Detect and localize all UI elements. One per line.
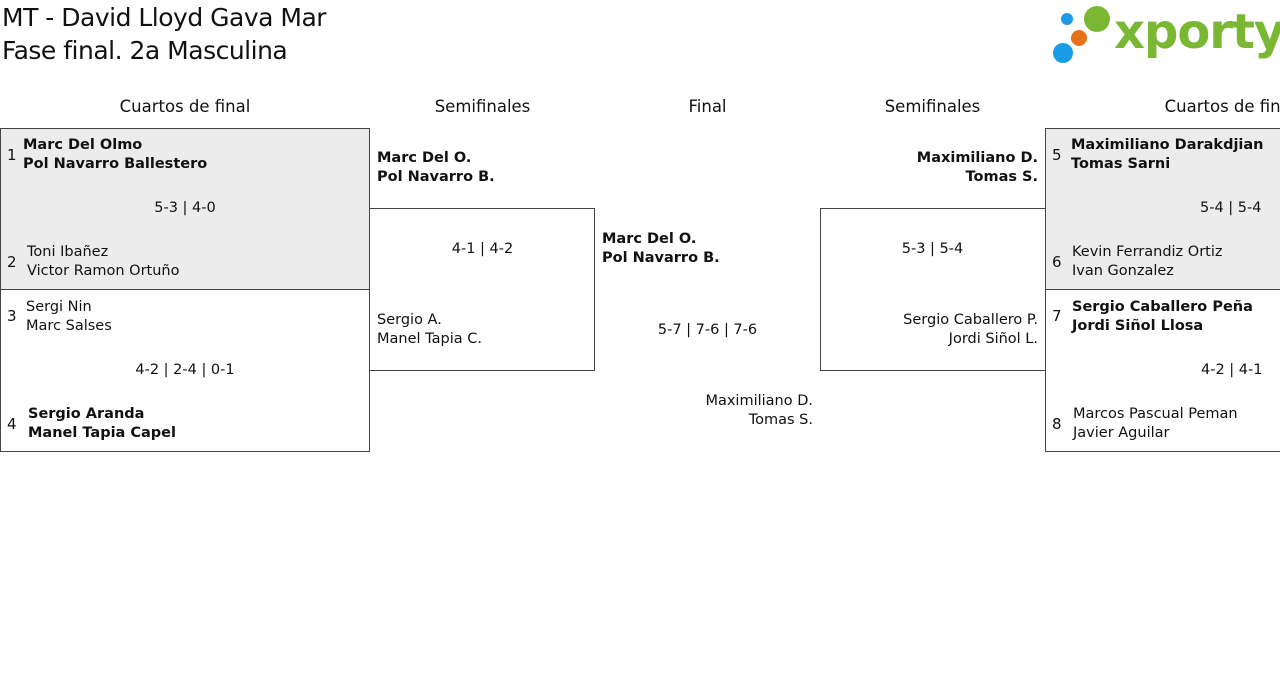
- player-name: Marc Salses: [26, 318, 112, 334]
- player-name: Marc Del Olmo: [23, 137, 143, 153]
- player-name: Tomas S.: [748, 412, 813, 428]
- player-name: Victor Ramon Ortuño: [27, 263, 180, 279]
- phase-title: Fase final. 2a Masculina: [2, 36, 288, 65]
- round-heading-final: Final: [688, 97, 727, 116]
- final-score: 5-7 | 7-6 | 7-6: [657, 322, 758, 338]
- player-name: Jordi Siñol L.: [948, 331, 1038, 347]
- player-name: Maximiliano Darakdjian: [1071, 137, 1264, 153]
- match-score: 4-2 | 4-1: [1201, 362, 1263, 378]
- team-left-qf2-bottom[interactable]: Sergio Aranda Manel Tapia Capel: [28, 405, 176, 443]
- team-right-semi-top[interactable]: Maximiliano D. Tomas S.: [917, 149, 1038, 187]
- match-score: 5-3 | 4-0: [154, 200, 216, 216]
- match-score: 4-1 | 4-2: [451, 241, 514, 257]
- match-score: 5-4 | 5-4: [1200, 200, 1262, 216]
- match-card-right-qf2[interactable]: [1045, 289, 1280, 452]
- seed-number: 3: [7, 307, 17, 325]
- player-name: Sergi Nin: [26, 299, 92, 315]
- logo-text: xporty: [1114, 4, 1280, 60]
- player-name: Pol Navarro Ballestero: [23, 156, 208, 172]
- round-heading-left-quarters: Cuartos de final: [119, 97, 251, 116]
- player-name: Marc Del O.: [602, 231, 697, 247]
- team-left-qf1-top[interactable]: Marc Del Olmo Pol Navarro Ballestero: [23, 136, 207, 174]
- team-left-qf2-top[interactable]: Sergi Nin Marc Salses: [26, 298, 112, 336]
- seed-number: 8: [1052, 415, 1062, 433]
- bracket-connector-right-semi: [820, 208, 1046, 371]
- team-left-qf1-bottom[interactable]: Toni Ibañez Victor Ramon Ortuño: [27, 243, 179, 281]
- seed-number: 5: [1052, 146, 1062, 164]
- logo-dots-icon: [1053, 6, 1110, 63]
- team-right-qf2-bottom[interactable]: Marcos Pascual Peman Javier Aguilar: [1073, 405, 1238, 443]
- player-name: Tomas S.: [965, 169, 1038, 185]
- player-name: Pol Navarro B.: [602, 250, 720, 266]
- seed-number: 7: [1052, 307, 1062, 325]
- seed-number: 2: [7, 253, 17, 271]
- player-name: Maximiliano D.: [916, 150, 1038, 166]
- player-name: Manel Tapia Capel: [28, 425, 176, 441]
- round-heading-right-quarters: Cuartos de final: [1164, 97, 1280, 116]
- player-name: Marcos Pascual Peman: [1073, 406, 1238, 422]
- xporty-logo[interactable]: xporty: [1050, 4, 1280, 68]
- player-name: Marc Del O.: [377, 150, 472, 166]
- bracket-connector-left-semi: [369, 208, 595, 371]
- team-right-qf1-bottom[interactable]: Kevin Ferrandiz Ortiz Ivan Gonzalez: [1072, 243, 1222, 281]
- player-name: Tomas Sarni: [1071, 156, 1171, 172]
- player-name: Toni Ibañez: [27, 244, 109, 260]
- seed-number: 6: [1052, 253, 1062, 271]
- player-name: Manel Tapia C.: [377, 331, 482, 347]
- team-left-semi-top[interactable]: Marc Del O. Pol Navarro B.: [377, 149, 495, 187]
- team-right-semi-bottom[interactable]: Sergio Caballero P. Jordi Siñol L.: [903, 311, 1038, 349]
- player-name: Pol Navarro B.: [377, 169, 495, 185]
- player-name: Javier Aguilar: [1073, 425, 1170, 441]
- team-right-qf1-top[interactable]: Maximiliano Darakdjian Tomas Sarni: [1071, 136, 1264, 174]
- round-heading-right-semis: Semifinales: [884, 97, 981, 116]
- match-score: 5-3 | 5-4: [901, 241, 964, 257]
- player-name: Jordi Siñol Llosa: [1072, 318, 1204, 334]
- player-name: Kevin Ferrandiz Ortiz: [1072, 244, 1223, 260]
- team-right-qf2-top[interactable]: Sergio Caballero Peña Jordi Siñol Llosa: [1072, 298, 1253, 336]
- team-left-semi-bottom[interactable]: Sergio A. Manel Tapia C.: [377, 311, 482, 349]
- tournament-title: MT - David Lloyd Gava Mar: [2, 3, 327, 32]
- player-name: Sergio Aranda: [28, 406, 145, 422]
- team-final-top[interactable]: Marc Del O. Pol Navarro B.: [602, 230, 720, 268]
- player-name: Sergio A.: [377, 312, 442, 328]
- seed-number: 1: [7, 146, 17, 164]
- seed-number: 4: [7, 415, 17, 433]
- player-name: Sergio Caballero Peña: [1072, 299, 1253, 315]
- match-card-left-qf1[interactable]: [0, 128, 370, 290]
- player-name: Sergio Caballero P.: [903, 312, 1038, 328]
- round-heading-left-semis: Semifinales: [434, 97, 531, 116]
- team-final-bottom[interactable]: Maximiliano D. Tomas S.: [705, 392, 813, 430]
- player-name: Maximiliano D.: [705, 393, 813, 409]
- match-score: 4-2 | 2-4 | 0-1: [135, 362, 235, 378]
- player-name: Ivan Gonzalez: [1072, 263, 1174, 279]
